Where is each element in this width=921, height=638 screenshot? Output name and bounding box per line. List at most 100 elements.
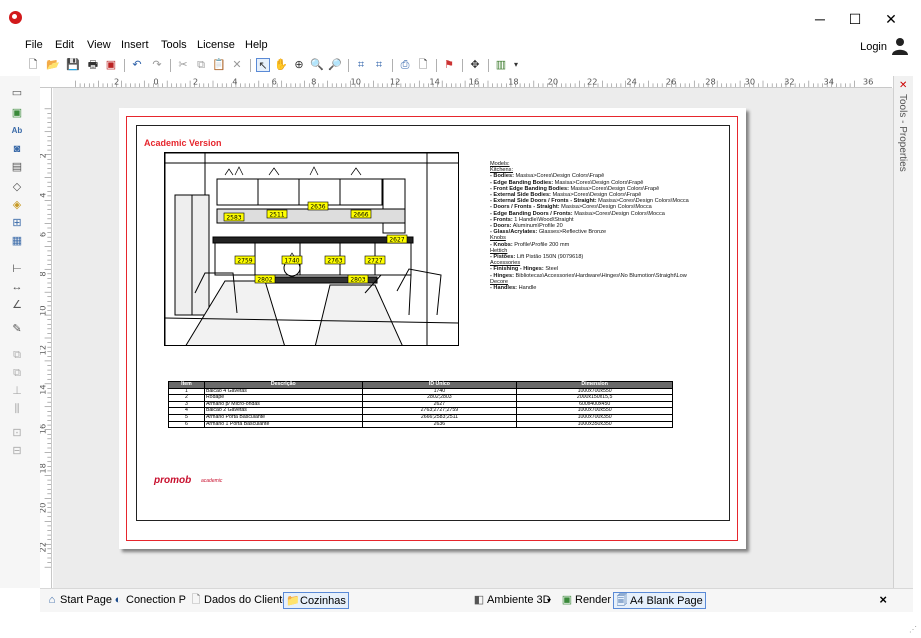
- folder-icon: 📁: [286, 595, 300, 607]
- save-icon[interactable]: 💾: [66, 59, 80, 71]
- user-icon[interactable]: [891, 37, 909, 55]
- table-cell: 2636: [361, 420, 518, 429]
- materials-spec: Models: Kitchens: - Bodies: Masisa>Cores…: [490, 161, 710, 291]
- tab-ambiente-3d[interactable]: ◧Ambiente 3D: [471, 592, 553, 609]
- paste-icon[interactable]: 📋: [212, 59, 226, 71]
- maximize-button[interactable]: ☐: [848, 11, 862, 27]
- module-tag-box: [347, 274, 369, 284]
- close-window-button[interactable]: ✕: [885, 11, 897, 27]
- ruler-number: 18: [40, 463, 48, 474]
- zoom-window-icon[interactable]: ⊕: [294, 59, 304, 71]
- chart-bars-icon[interactable]: ▥: [495, 59, 507, 71]
- page-icon: 🗐: [616, 595, 628, 607]
- toolbar-separator: [392, 59, 393, 72]
- paint-tool-icon[interactable]: ◈: [12, 199, 22, 211]
- undo-icon[interactable]: ↶: [132, 59, 142, 71]
- spec-line: - Edge Banding Doors / Fronts: Masisa>Co…: [490, 210, 665, 217]
- ruler-number: 18: [508, 76, 519, 86]
- fit-width-icon[interactable]: ⌗: [375, 59, 383, 71]
- zoom-out-icon[interactable]: 🔎: [328, 59, 342, 71]
- select-pointer-icon[interactable]: ↖: [256, 58, 270, 72]
- document-icon: 🗋: [191, 594, 201, 606]
- tab-label: Render: [575, 594, 612, 606]
- spec-line: - Bodies: Masisa>Cores\Design Colors\Fra…: [490, 173, 605, 180]
- menu-edit[interactable]: Edit: [55, 39, 74, 51]
- ruler-number: 36: [863, 76, 873, 86]
- group-icon[interactable]: ⊡: [12, 427, 22, 439]
- menu-tools[interactable]: Tools: [161, 39, 187, 51]
- ungroup-icon[interactable]: ⊟: [12, 445, 22, 457]
- camera-tool-icon[interactable]: ◙: [13, 143, 21, 155]
- print-icon[interactable]: 🖶: [87, 59, 99, 71]
- tab-list-dropdown[interactable]: ▾: [545, 592, 553, 609]
- page-margin-red: [126, 116, 738, 541]
- ruler-number: 6: [272, 76, 277, 86]
- minimize-button[interactable]: ─: [815, 11, 825, 27]
- chain-dimension-icon[interactable]: ↔: [11, 281, 23, 293]
- tab-label: A4 Blank Page: [630, 595, 703, 607]
- cut-icon[interactable]: ✂: [178, 59, 188, 71]
- redo-icon[interactable]: ↷: [152, 59, 162, 71]
- pdf-icon[interactable]: ▣: [105, 59, 117, 71]
- layout-canvas[interactable]: Academic Version: [53, 88, 893, 588]
- zoom-in-icon[interactable]: 🔍: [310, 59, 324, 71]
- tab-dados-do-cliente[interactable]: 🗋Dados do Cliente: [188, 592, 290, 609]
- tab-a4-blank-page[interactable]: 🗐A4 Blank Page: [613, 592, 706, 609]
- ruler-number: 12: [40, 345, 48, 356]
- resize-grip-icon[interactable]: ⋰: [909, 625, 917, 634]
- open-folder-icon[interactable]: 📂: [46, 59, 60, 71]
- tab-label: Cozinhas: [300, 595, 346, 607]
- flag-icon[interactable]: ⚑: [444, 59, 454, 71]
- delete-icon[interactable]: ✕: [232, 59, 242, 71]
- tab-start-page[interactable]: ⌂Start Page: [44, 592, 114, 609]
- bring-forward-icon[interactable]: ⧉: [13, 349, 21, 361]
- module-tag-box: [223, 212, 245, 222]
- menu-file[interactable]: File: [25, 39, 43, 51]
- text-tool-icon[interactable]: Ab: [11, 126, 23, 135]
- copy-icon[interactable]: ⧉: [197, 59, 205, 71]
- pan-hand-icon[interactable]: ✋: [274, 59, 288, 71]
- new-file-icon[interactable]: 🗋: [28, 59, 38, 71]
- menu-insert[interactable]: Insert: [121, 39, 149, 51]
- a4-page[interactable]: Academic Version: [119, 108, 746, 549]
- menu-license[interactable]: License: [197, 39, 235, 51]
- tab-cozinhas[interactable]: 📁Cozinhas: [283, 592, 349, 609]
- tab-conection-p[interactable]: ◐Conection P: [110, 592, 188, 609]
- rectangle-tool-icon[interactable]: ▭: [11, 87, 23, 99]
- module-tag-label: 2666: [353, 211, 368, 218]
- menu-help[interactable]: Help: [245, 39, 268, 51]
- align-top-icon[interactable]: ⊥: [12, 385, 22, 397]
- chevron-down-icon[interactable]: ▾: [513, 60, 518, 69]
- align-center-icon[interactable]: ⫼: [14, 403, 20, 415]
- send-backward-icon[interactable]: ⧉: [13, 367, 21, 379]
- table-tool-icon[interactable]: ⊞: [12, 217, 22, 229]
- menu-view[interactable]: View: [87, 39, 111, 51]
- report-tool-icon[interactable]: ▦: [11, 235, 23, 247]
- login-link[interactable]: Login: [860, 41, 887, 53]
- tools-properties-tab[interactable]: Tools - Properties: [897, 94, 908, 172]
- shape-tool-icon[interactable]: ◇: [12, 181, 22, 193]
- ruler-number: 0: [153, 76, 158, 86]
- move-icon[interactable]: ✥: [470, 59, 480, 71]
- tools-properties-panel[interactable]: ✕ Tools - Properties: [893, 76, 913, 588]
- angle-dimension-icon[interactable]: ∠: [12, 299, 22, 311]
- title-bar: ─ ☐ ✕: [0, 0, 921, 36]
- annotation-tool-icon[interactable]: ✎: [12, 323, 22, 335]
- fit-page-icon[interactable]: ⌗: [357, 59, 365, 71]
- module-tag-label: 2763: [327, 257, 342, 264]
- list-tool-icon[interactable]: ▤: [11, 161, 23, 173]
- page-icon[interactable]: 🗋: [418, 59, 428, 71]
- ruler-number: 2: [114, 76, 119, 86]
- pin-close-icon[interactable]: ✕: [899, 80, 908, 91]
- page-setup-icon[interactable]: ⎙: [400, 59, 410, 71]
- module-tag-label: 2511: [269, 211, 284, 218]
- image-tool-icon[interactable]: ▣: [11, 107, 23, 119]
- tab-render[interactable]: ▣Render: [559, 592, 613, 609]
- close-tab-button[interactable]: ×: [879, 592, 887, 607]
- horizontal-dimension-icon[interactable]: ⊢: [12, 263, 22, 275]
